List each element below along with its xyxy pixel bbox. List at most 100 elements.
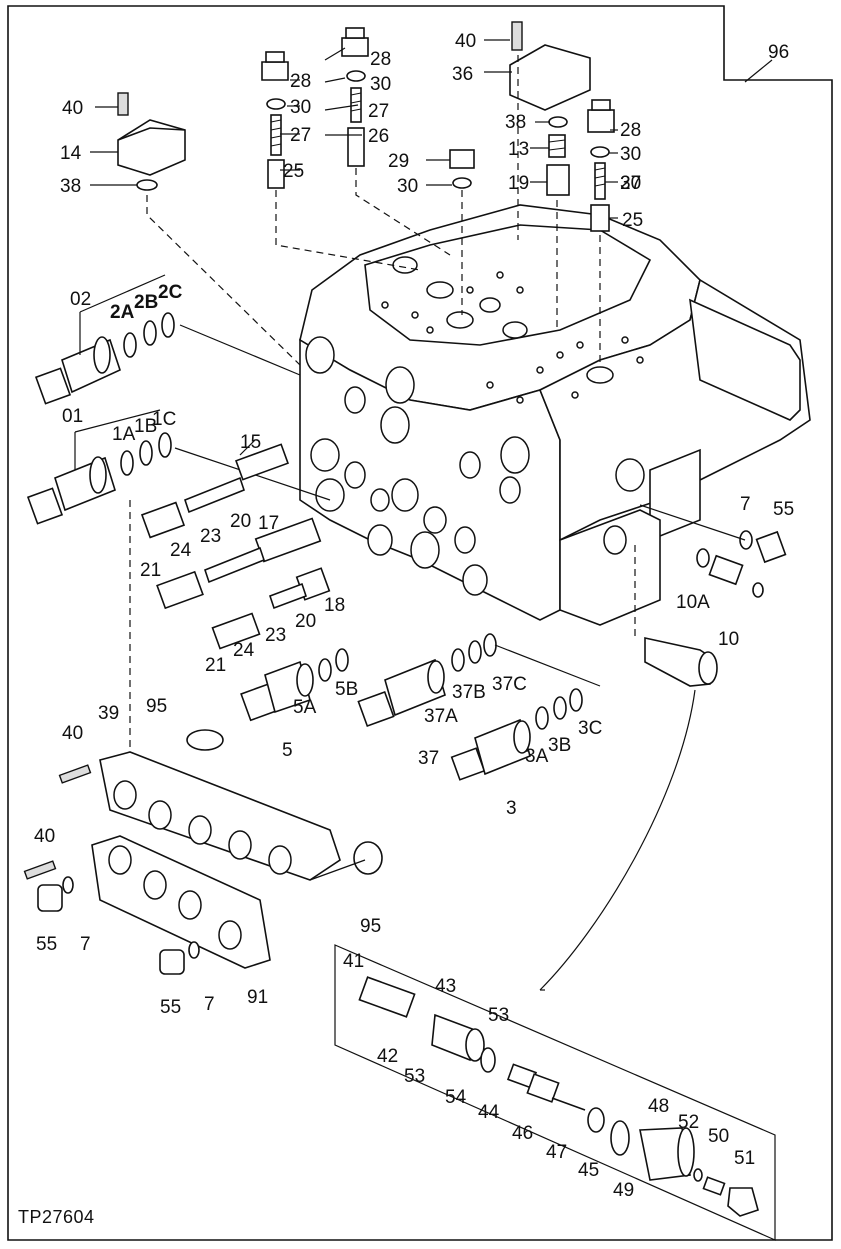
part-label: 36 [452,64,473,85]
cover-plate-icon [91,835,383,969]
part-label: 55 [160,997,181,1018]
part-label: 10A [676,592,710,613]
part-label: 55 [773,499,794,520]
part-label: 24 [233,640,255,661]
part-label: 40 [455,31,476,52]
part-label: 25 [283,161,304,182]
part-label: 48 [648,1096,669,1117]
part-label: 3A [525,746,549,767]
part-label: 43 [435,976,456,997]
part-label: 38 [505,112,526,133]
bolt-icon [23,764,200,975]
part-label: 15 [240,432,261,453]
part-label: 1C [152,409,176,430]
part-label: 44 [478,1102,500,1123]
part-label: 7 [80,934,91,955]
relief-valve-icon [450,688,583,781]
part-label: 96 [768,42,789,63]
relief-valve-icon [644,637,718,687]
part-label: 02 [70,289,91,310]
relief-valve-icon [357,633,497,728]
plug-icon [696,530,787,598]
part-label: 1A [112,424,136,445]
part-label: 7 [740,494,751,515]
part-label: 18 [324,595,345,616]
part-label: 1B [134,416,157,437]
part-label: 37A [424,706,458,727]
part-label: 30 [397,176,418,197]
relief-valve-icon [358,976,759,1217]
part-label: 42 [377,1046,398,1067]
spool-assembly-icon [140,443,331,650]
part-label: 28 [370,49,391,70]
part-label: 20 [230,511,251,532]
part-label: 41 [343,951,364,972]
part-label: 46 [512,1123,533,1144]
part-label: 7 [204,994,215,1015]
part-label: 13 [508,139,529,160]
part-label: 53 [404,1066,425,1087]
figure-reference-code: TP27604 [18,1207,95,1227]
part-label: 91 [247,987,268,1008]
part-label: 3 [506,798,517,819]
diagram-frame [7,5,833,1241]
part-label: 39 [98,703,119,724]
part-label: 3C [578,718,602,739]
part-label: 25 [622,210,643,231]
part-label: 95 [146,696,167,717]
part-label: 26 [368,126,389,147]
part-label: 2B [134,292,158,313]
part-label: 47 [546,1142,567,1163]
part-label: 21 [205,655,226,676]
part-label: 20 [295,611,316,632]
part-label: 5 [282,740,293,761]
part-label: 55 [36,934,57,955]
part-label: 30 [290,97,311,118]
part-label: 54 [445,1087,467,1108]
plug-icon [449,149,475,189]
part-label: 29 [388,151,409,172]
part-label: 14 [60,143,82,164]
part-label: 45 [578,1160,599,1181]
part-label: 37C [492,674,527,695]
detent-cap-icon [26,432,172,525]
plug-icon [261,51,289,189]
cover-plate-icon [117,92,186,191]
part-label: 28 [620,120,641,141]
part-label: 40 [34,826,55,847]
part-label: 24 [170,540,192,561]
detail-inset-frame [334,944,776,1241]
part-label: 40 [62,98,83,119]
part-label: 40 [62,723,83,744]
part-label: 5B [335,679,358,700]
part-label: 28 [290,71,311,92]
part-label: 19 [508,173,529,194]
cover-plate-icon [99,729,341,881]
part-label: 3B [548,735,571,756]
part-label: 27 [290,125,311,146]
part-label: 5A [293,697,317,718]
part-label: 95 [360,916,381,937]
plug-icon [341,27,369,167]
part-label: 23 [200,526,221,547]
part-label: 52 [678,1112,699,1133]
part-label: 51 [734,1148,755,1169]
part-label: 37B [452,682,486,703]
part-label: 23 [265,625,286,646]
part-label: 30 [620,173,641,194]
part-label: 21 [140,560,161,581]
part-label: 53 [488,1005,509,1026]
part-label: 17 [258,513,279,534]
part-label: 2C [158,282,183,303]
detent-cap-icon [34,312,175,405]
part-label: 27 [620,173,641,194]
relief-valve-icon [240,648,349,722]
part-label: 01 [62,406,83,427]
part-label: 37 [418,748,439,769]
part-label: 49 [613,1180,634,1201]
valve-body-icon [299,204,811,626]
leader-lines [74,39,618,470]
part-label: 27 [368,101,389,122]
